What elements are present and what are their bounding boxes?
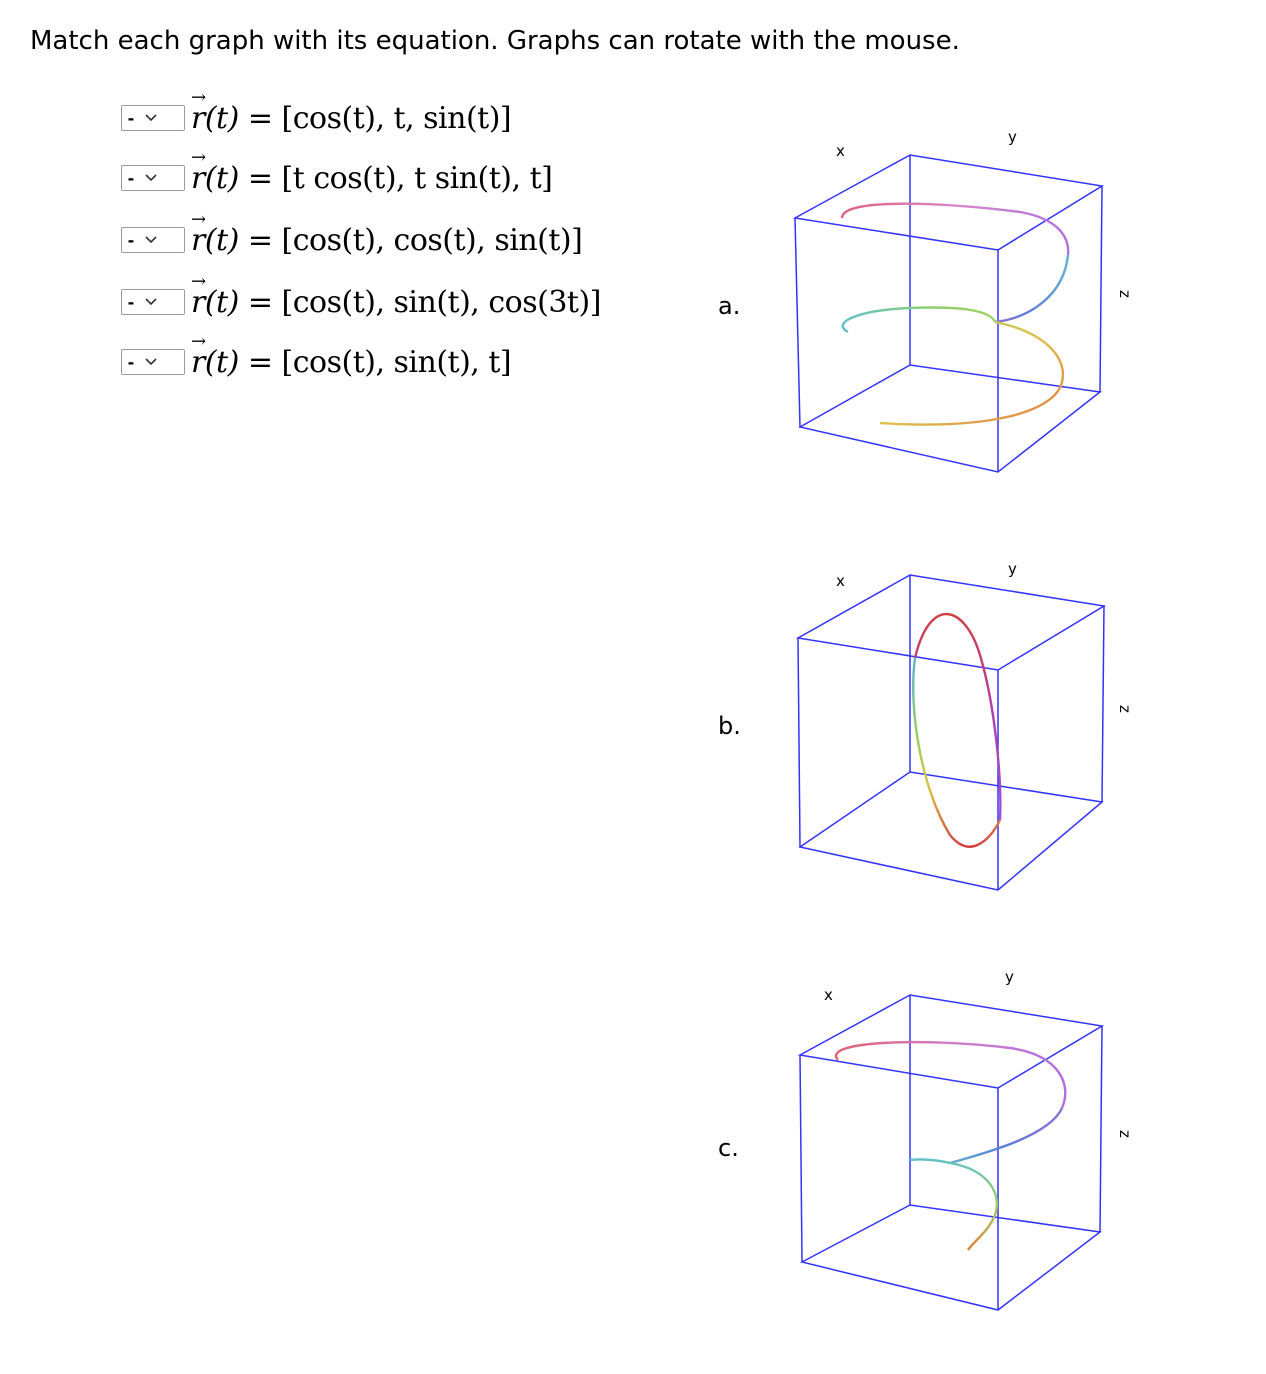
equation-lhs: r(t)	[191, 209, 239, 258]
answer-select[interactable]: -	[121, 349, 185, 375]
bounding-box	[797, 994, 1105, 1311]
axis-label-z: z	[1116, 290, 1134, 298]
equation-rhs: = [cos(t), t, sin(t)]	[247, 100, 512, 136]
bounding-box	[792, 154, 1105, 473]
chevron-down-icon	[145, 298, 157, 306]
chevron-down-icon	[145, 236, 157, 244]
graph-label-a: a.	[718, 292, 741, 320]
graph-c[interactable]: x y z	[780, 960, 1140, 1330]
equation-lhs: r(t)	[191, 331, 239, 380]
equation-rhs: = [cos(t), sin(t), t]	[247, 344, 512, 380]
chevron-down-icon	[145, 174, 157, 182]
select-value: -	[127, 168, 135, 188]
equation-rhs: = [cos(t), sin(t), cos(3t)]	[247, 284, 602, 320]
axis-label-z: z	[1116, 705, 1134, 713]
equation-rhs: = [t cos(t), t sin(t), t]	[247, 160, 553, 196]
chevron-down-icon	[145, 114, 157, 122]
equation-formula: r(t) = [cos(t), sin(t), t]	[191, 331, 512, 380]
bounding-box	[795, 574, 1107, 891]
axis-label-y: y	[1008, 128, 1017, 146]
equation-rhs: = [cos(t), cos(t), sin(t)]	[247, 222, 583, 258]
axis-label-x: x	[836, 572, 845, 590]
axis-label-y: y	[1005, 968, 1014, 986]
equation-row: - r(t) = [cos(t), sin(t), t]	[121, 331, 512, 382]
equation-formula: r(t) = [cos(t), sin(t), cos(3t)]	[191, 271, 602, 320]
equation-row: - r(t) = [t cos(t), t sin(t), t]	[121, 147, 553, 198]
axis-label-y: y	[1008, 560, 1017, 578]
answer-select[interactable]: -	[121, 165, 185, 191]
instructions-text: Match each graph with its equation. Grap…	[30, 26, 960, 56]
graph-label-b: b.	[718, 712, 741, 740]
equation-formula: r(t) = [cos(t), t, sin(t)]	[191, 87, 512, 136]
equation-formula: r(t) = [t cos(t), t sin(t), t]	[191, 147, 553, 196]
answer-select[interactable]: -	[121, 289, 185, 315]
axis-label-x: x	[824, 986, 833, 1004]
graph-label-c: c.	[718, 1134, 739, 1162]
equation-row: - r(t) = [cos(t), cos(t), sin(t)]	[121, 209, 583, 260]
equation-lhs: r(t)	[191, 147, 239, 196]
axis-label-x: x	[836, 142, 845, 160]
answer-select[interactable]: -	[121, 105, 185, 131]
chevron-down-icon	[145, 358, 157, 366]
equation-lhs: r(t)	[191, 271, 239, 320]
axis-label-z: z	[1116, 1130, 1134, 1138]
equation-row: - r(t) = [cos(t), t, sin(t)]	[121, 87, 512, 138]
equation-lhs: r(t)	[191, 87, 239, 136]
space-curve	[840, 202, 1070, 426]
equation-formula: r(t) = [cos(t), cos(t), sin(t)]	[191, 209, 583, 258]
space-curve	[834, 1040, 1067, 1251]
equation-row: - r(t) = [cos(t), sin(t), cos(3t)]	[121, 271, 602, 322]
space-curve	[912, 612, 1002, 848]
graph-b[interactable]: x y z	[780, 540, 1140, 910]
graph-a[interactable]: x y z	[780, 120, 1140, 490]
select-value: -	[127, 292, 135, 312]
select-value: -	[127, 108, 135, 128]
select-value: -	[127, 352, 135, 372]
select-value: -	[127, 230, 135, 250]
answer-select[interactable]: -	[121, 227, 185, 253]
